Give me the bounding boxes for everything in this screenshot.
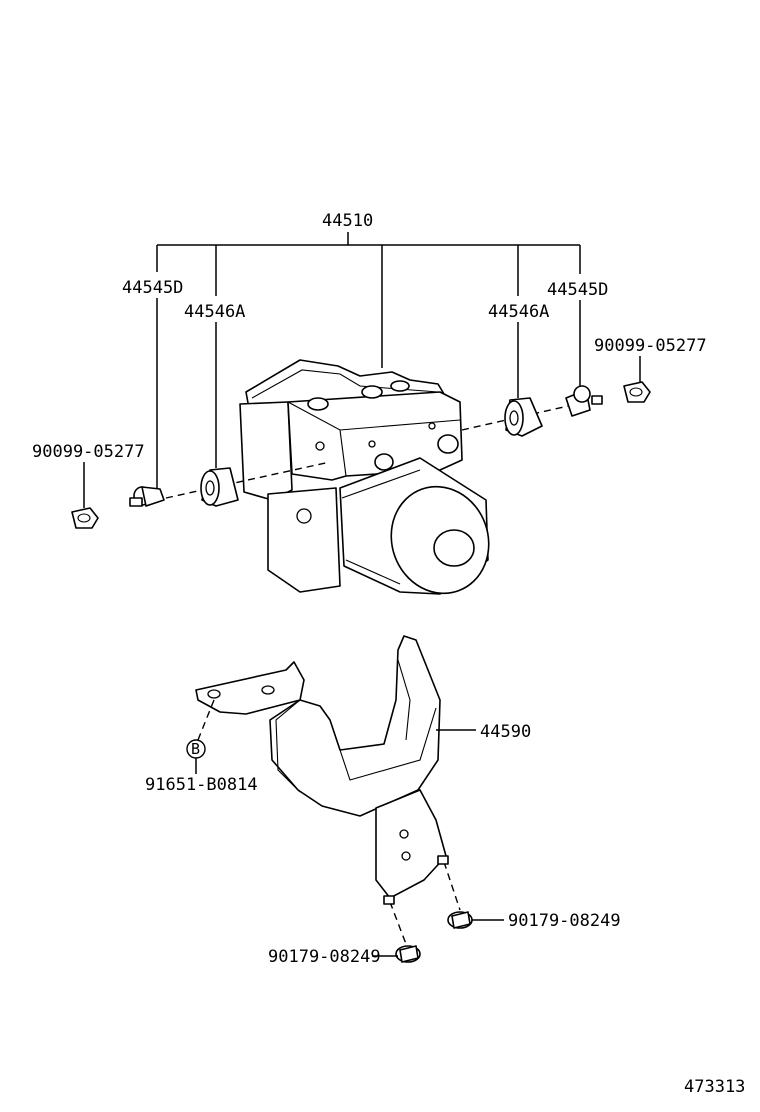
grommet-callout — [186, 699, 215, 774]
label-bracket: 44590 — [480, 722, 531, 742]
bracket-pin-left — [129, 486, 165, 507]
lower-bolts — [372, 855, 504, 963]
nut-left — [71, 507, 99, 529]
label-bracket-pin-left: 44545D — [122, 278, 183, 298]
label-bolt-lower-right: 90179-08249 — [508, 911, 621, 931]
label-bracket-pin-right: 44545D — [547, 280, 608, 300]
abs-actuator — [239, 359, 490, 595]
actuator-bracket — [195, 635, 476, 899]
bracket-pin-right — [565, 385, 603, 417]
illustration-number: 473313 — [684, 1077, 745, 1097]
nut-right — [623, 381, 651, 403]
label-assembly: 44510 — [322, 211, 373, 231]
label-cushion-left: 44546A — [184, 302, 245, 322]
label-nut-right: 90099-05277 — [594, 336, 707, 356]
bolt-lower-left — [395, 945, 421, 963]
cushion-left — [200, 467, 239, 507]
bolt-lower-right — [447, 911, 473, 929]
label-grommet: 91651-B0814 — [145, 775, 258, 795]
mounting-parts — [71, 381, 651, 529]
label-nut-left: 90099-05277 — [32, 442, 145, 462]
label-cushion-right: 44546A — [488, 302, 549, 322]
label-bolt-lower-left: 90179-08249 — [268, 947, 381, 967]
label-grommet-ref: B — [191, 740, 200, 758]
assembly-leader-lines — [83, 232, 641, 508]
cushion-right — [504, 397, 543, 437]
